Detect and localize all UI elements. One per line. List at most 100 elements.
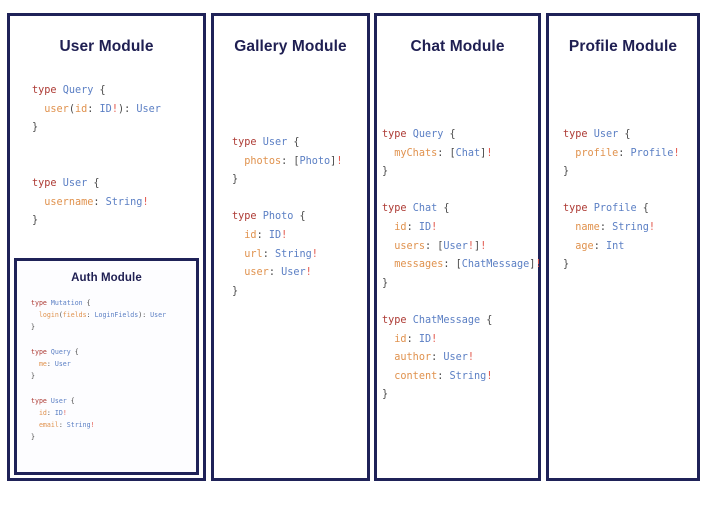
code-token: Int [605,240,625,252]
code-token: } [232,285,239,297]
code-line: content: String! [382,368,542,387]
code-token: String [274,248,312,260]
code-token: Chat [455,147,481,159]
code-token: ( [58,311,63,320]
code-line: profile: Profile! [563,145,679,164]
code-token: type [382,129,407,140]
code-token: { [636,203,649,215]
code-token [563,148,575,159]
code-token: User [54,360,71,369]
code-line: type User { [31,395,166,407]
code-token: : [46,360,55,369]
module-title-user: User Module [59,38,154,55]
code-token: ): [138,311,151,320]
code-token: ID [418,333,432,345]
code-token: photos [244,155,282,167]
code-token: ID [418,221,432,233]
code-token: Photo [262,211,294,223]
code-token: ! [648,221,656,233]
code-token: User [281,267,306,279]
code-token: } [382,166,389,178]
code-line: type Query { [32,82,161,101]
code-line: } [563,163,680,182]
module-card-user[interactable]: User Module type Query { user(id: ID!): … [7,13,206,481]
code-token: : [406,221,419,233]
code-token: { [287,137,300,148]
code-line: type Chat { [382,200,542,219]
code-token: ( [68,103,75,115]
code-token: age [575,240,594,252]
code-token: users [394,240,425,252]
code-token: myChats [394,147,438,159]
code-token: User [443,240,468,252]
code-token: id [38,408,47,417]
code-line: id: ID! [382,331,542,350]
code-line: myChats: [Chat]! [382,145,542,164]
code-token: } [563,166,570,178]
code-token: ! [336,155,343,167]
code-token: { [87,177,100,189]
code-token: : [618,147,631,159]
code-token: ] [474,240,481,252]
code-token: ): [117,103,137,115]
code-token [32,104,44,115]
code-token [382,371,394,382]
code-token: { [66,396,75,405]
code-token: me [38,360,47,369]
code-token: User [62,177,88,189]
module-title-chat: Chat Module [410,38,505,55]
code-line: me: User [31,358,166,370]
module-card-gallery[interactable]: Gallery Module type User { photos: [Phot… [211,13,370,481]
code-token: author [394,352,432,364]
code-line [31,382,166,394]
code-token: : [ [424,240,444,252]
code-line: type Profile { [563,200,680,219]
code-token: Profile [593,203,637,215]
code-token [31,360,39,368]
code-token: fields [62,311,87,320]
code-line: type Query { [382,126,542,145]
module-card-auth[interactable]: Auth Module type Mutation { login(fields… [14,258,199,475]
module-card-profile[interactable]: Profile Module type User { profile: Prof… [546,13,700,481]
code-line: } [382,163,542,182]
code-token: { [437,203,450,215]
code-line: id: ID! [232,227,342,246]
code-token: String [105,196,143,208]
code-token: ! [480,240,487,252]
code-line [382,182,542,201]
code-token [31,409,39,417]
code-token: ! [62,408,67,417]
module-card-chat[interactable]: Chat Module type Query { myChats: [Chat]… [374,13,542,481]
module-title-profile: Profile Module [568,38,678,55]
code-line: type Query { [31,346,166,358]
code-token: User [150,311,167,320]
code-line: author: User! [382,349,542,368]
code-token: { [70,347,79,356]
code-token: type [563,129,588,140]
code-line [32,156,161,175]
code-token: id [394,333,407,345]
code-token: : [437,370,450,382]
code-line: email: String! [31,419,166,431]
code-line: users: [User!]! [382,238,542,257]
code-token: ID [268,229,282,241]
code-token: String [612,221,649,233]
code-token: ] [330,155,337,167]
code-token: type [563,203,588,215]
code-token [32,197,44,208]
code-line: username: String! [32,194,161,213]
code-token: { [293,211,306,223]
code-line: url: String! [232,246,342,265]
code-token [563,222,575,233]
code-token: : [593,240,606,252]
code-line: } [31,321,166,333]
code-token: } [563,259,570,271]
code-token: Query [62,85,94,96]
code-token: type [382,203,407,215]
code-line: } [232,283,342,302]
code-token: name [575,221,600,233]
code-token: url [244,248,263,260]
module-title-gallery: Gallery Module [234,38,347,55]
code-line: type User { [32,175,161,194]
code-token: } [382,389,389,401]
